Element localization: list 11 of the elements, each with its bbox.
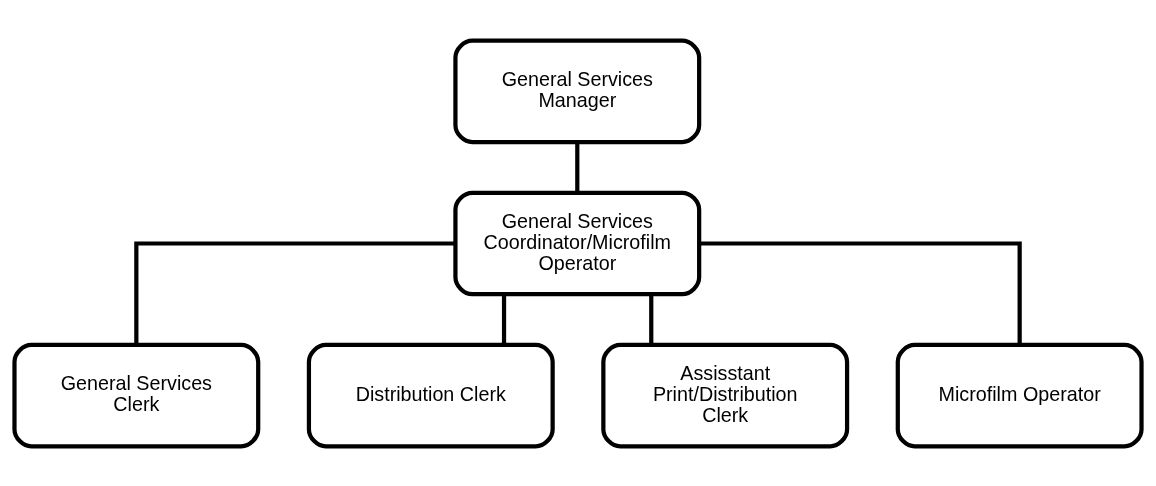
node-box: General Services Coordinator/Microfilm Operator [453,190,702,296]
node-box: Assisstant Print/Distribution Clerk [601,342,850,448]
node-box: Microfilm Operator [895,342,1144,448]
connector [649,294,654,344]
connector [134,240,456,345]
node-box: Distribution Clerk [306,342,555,448]
connector [501,294,507,344]
connector [699,240,1022,345]
node-box: General Services Clerk [12,342,261,448]
node-box: General Services Manager [453,38,702,144]
connector [575,141,580,192]
